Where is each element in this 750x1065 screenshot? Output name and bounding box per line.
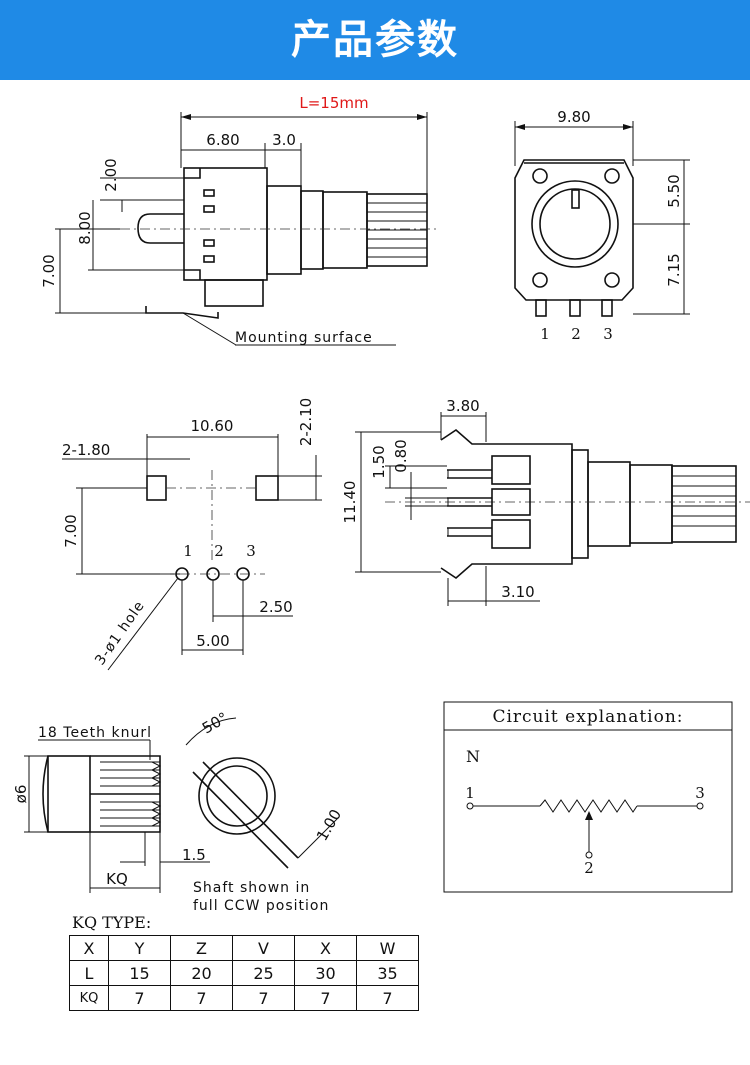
dim-6-80: 6.80 <box>206 131 239 149</box>
angle-label: 50° <box>199 709 231 738</box>
table-cell: L <box>69 960 109 986</box>
circuit-pin-2: 2 <box>584 859 594 877</box>
fp-pin-3: 3 <box>246 542 256 560</box>
circuit-pin-1: 1 <box>465 784 475 802</box>
table-cell: Y <box>108 935 171 961</box>
top-knurl-lines <box>672 475 736 527</box>
table-header-row: X Y Z V X W <box>69 935 419 961</box>
length-label: L=15mm <box>299 94 368 112</box>
shaft-caption-line1: Shaft shown in <box>193 880 310 896</box>
table-cell: W <box>356 935 419 961</box>
table-cell: 7 <box>108 985 171 1011</box>
knurl-lines <box>367 202 427 258</box>
flat-label: 1.00 <box>313 806 345 844</box>
fp-pin-2: 2 <box>214 542 224 560</box>
dim-2-00: 2.00 <box>102 158 120 191</box>
circuit-title: Circuit explanation: <box>492 707 683 727</box>
table-cell: X <box>69 935 109 961</box>
front-view: L=15mm 6.80 3.0 <box>40 94 440 346</box>
table-cell: 25 <box>232 960 295 986</box>
knurl-label: 18 Teeth knurl <box>38 725 152 741</box>
fp-pin-1: 1 <box>183 542 193 560</box>
table-cell: 7 <box>170 985 233 1011</box>
table-cell: KQ <box>69 985 109 1011</box>
circuit-pin-3: 3 <box>695 784 705 802</box>
pcb-footprint: 10.60 2-1.80 2-2.10 7.00 1 2 3 2.50 5.00… <box>62 398 322 671</box>
dim-10-60: 10.60 <box>191 417 234 435</box>
dim-5-50: 5.50 <box>665 174 683 207</box>
dim-5-00: 5.00 <box>196 632 229 650</box>
kq-type-table: X Y Z V X W L 15 20 25 30 35 KQ 7 7 7 7 … <box>69 935 419 1011</box>
resistor-zigzag <box>539 799 638 813</box>
kq-type-title: KQ TYPE: <box>72 913 151 932</box>
dim-0-80: 0.80 <box>392 439 410 472</box>
dim-7-15: 7.15 <box>665 253 683 286</box>
circuit-n-label: N <box>466 747 480 766</box>
dim-2-2-10: 2-2.10 <box>297 398 315 446</box>
dim-3-80: 3.80 <box>446 397 479 415</box>
dim-11-40: 11.40 <box>341 481 359 524</box>
table-cell: X <box>294 935 357 961</box>
side-pin-3: 3 <box>603 325 613 343</box>
title-banner: 产品参数 <box>0 0 750 80</box>
circuit-explanation: Circuit explanation: N 1 3 2 <box>443 701 733 893</box>
shaft-caption-line2: full CCW position <box>193 898 329 914</box>
table-cell: Z <box>170 935 233 961</box>
step-label: 1.5 <box>182 846 206 864</box>
table-cell: 20 <box>170 960 233 986</box>
dim-7-00-footprint: 7.00 <box>62 514 80 547</box>
dim-8-00: 8.00 <box>76 211 94 244</box>
dim-3-10: 3.10 <box>501 583 534 601</box>
table-cell: 7 <box>294 985 357 1011</box>
side-pin-2: 2 <box>571 325 581 343</box>
technical-drawing: L=15mm 6.80 3.0 <box>12 94 750 932</box>
table-cell: 30 <box>294 960 357 986</box>
side-pin-1: 1 <box>540 325 550 343</box>
dim-7-00: 7.00 <box>40 254 58 287</box>
table-cell: 7 <box>232 985 295 1011</box>
table-cell: 35 <box>356 960 419 986</box>
dim-3-0: 3.0 <box>272 131 296 149</box>
table-row: L 15 20 25 30 35 <box>69 960 419 986</box>
mounting-surface-label: Mounting surface <box>235 330 373 346</box>
dim-9-80: 9.80 <box>557 108 590 126</box>
dim-2-50: 2.50 <box>259 598 292 616</box>
hole-label: 3-ø1 hole <box>92 598 148 668</box>
table-cell: 15 <box>108 960 171 986</box>
table-cell: 7 <box>356 985 419 1011</box>
dim-2-1-80: 2-1.80 <box>62 441 110 459</box>
top-pins <box>447 455 531 549</box>
shaft-knurl-teeth <box>100 761 162 827</box>
table-cell: V <box>232 935 295 961</box>
kq-label: KQ <box>106 870 128 888</box>
side-view: 9.80 1 2 3 5.50 7.15 <box>514 108 690 343</box>
diameter-label: ø6 <box>12 785 30 804</box>
shaft-detail: 18 Teeth knurl ø6 1.5 KQ 50° 1.00 Sha <box>12 709 345 914</box>
top-view: 3.80 1.50 <box>341 397 750 606</box>
table-row: KQ 7 7 7 7 7 <box>69 985 419 1011</box>
page-title: 产品参数 <box>291 17 459 63</box>
dim-1-50: 1.50 <box>370 445 388 478</box>
